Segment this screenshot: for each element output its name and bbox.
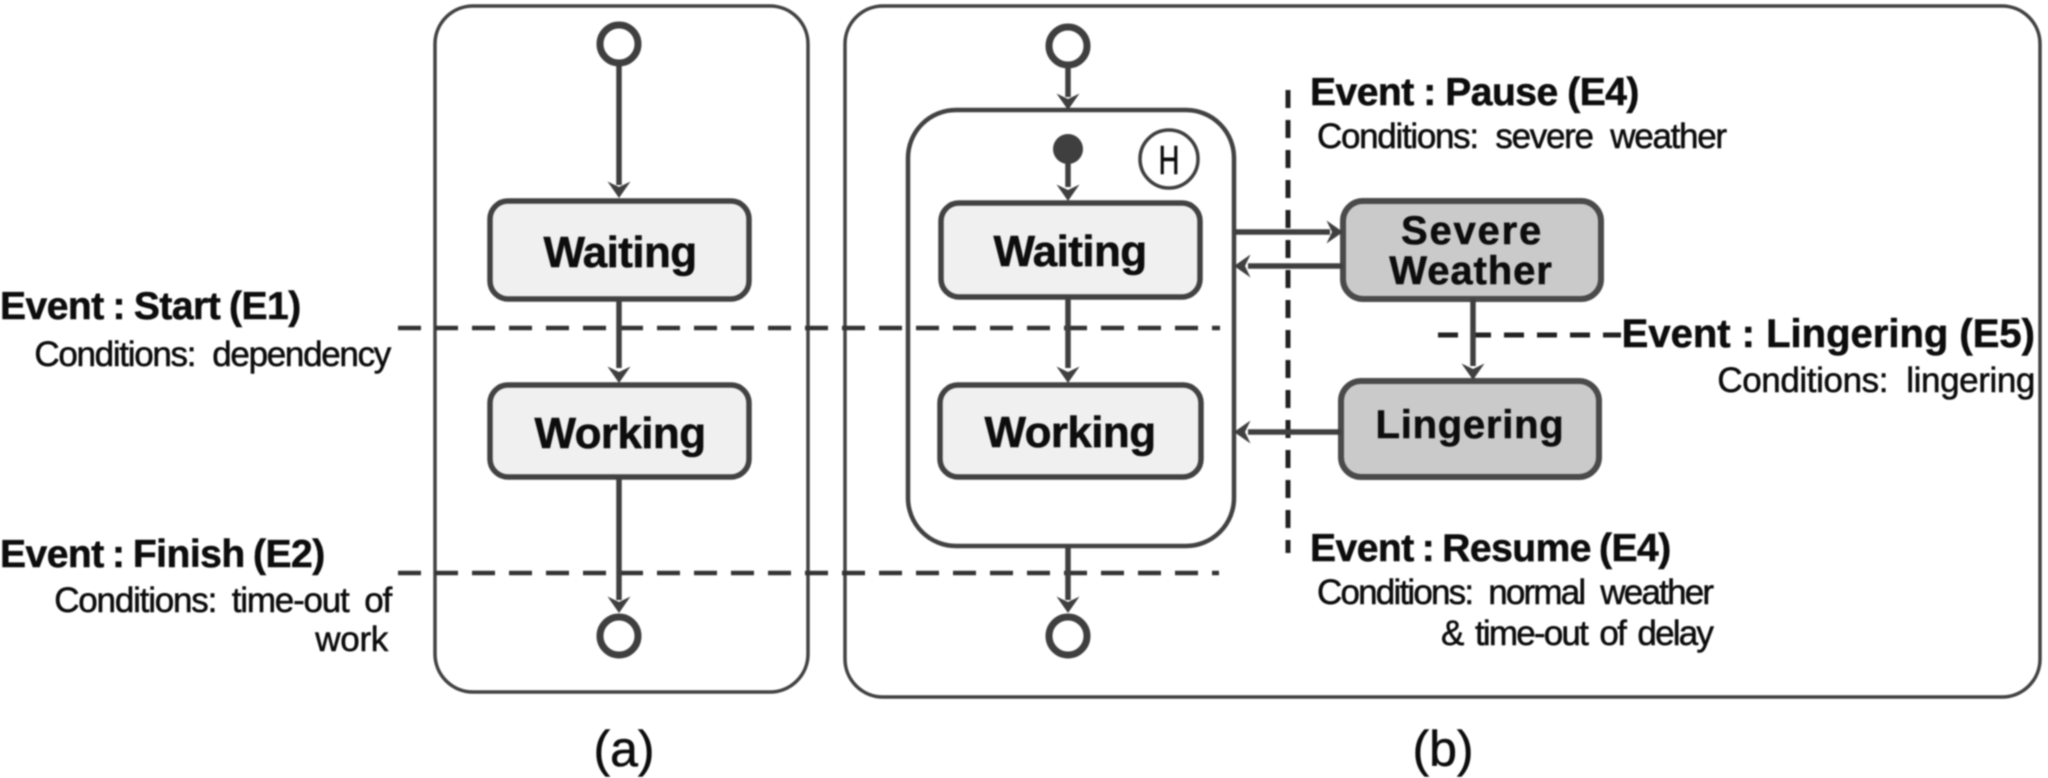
svg-text:Conditions: normal weather: Conditions: normal weather [1317,573,1714,612]
svg-text:Waiting: Waiting [993,227,1146,276]
svg-text:H: H [1159,137,1180,183]
svg-text:Event : Finish (E2): Event : Finish (E2) [0,533,325,576]
svg-text:Severe: Severe [1401,209,1543,253]
svg-text:Event : Start (E1): Event : Start (E1) [0,285,301,328]
svg-text:Event : Resume (E4): Event : Resume (E4) [1310,527,1671,570]
svg-text:Working: Working [535,409,706,458]
svg-text:work: work [314,620,388,659]
svg-text:Conditions: time-out of: Conditions: time-out of [54,581,392,620]
svg-text:Waiting: Waiting [543,228,696,277]
svg-text:Lingering: Lingering [1376,403,1565,447]
svg-text:Conditions: severe weather: Conditions: severe weather [1317,117,1727,156]
svg-text:Conditions: dependency: Conditions: dependency [34,335,391,374]
svg-text:Working: Working [985,408,1156,457]
svg-text:(a): (a) [593,721,654,777]
svg-text:Event : Pause (E4): Event : Pause (E4) [1310,71,1639,114]
svg-text:Weather: Weather [1389,249,1552,293]
svg-text:& time-out of delay: & time-out of delay [1441,614,1714,653]
svg-text:Conditions: lingering: Conditions: lingering [1717,361,2035,400]
svg-text:(b): (b) [1412,721,1473,777]
svg-text:Event : Lingering (E5): Event : Lingering (E5) [1622,312,2035,356]
